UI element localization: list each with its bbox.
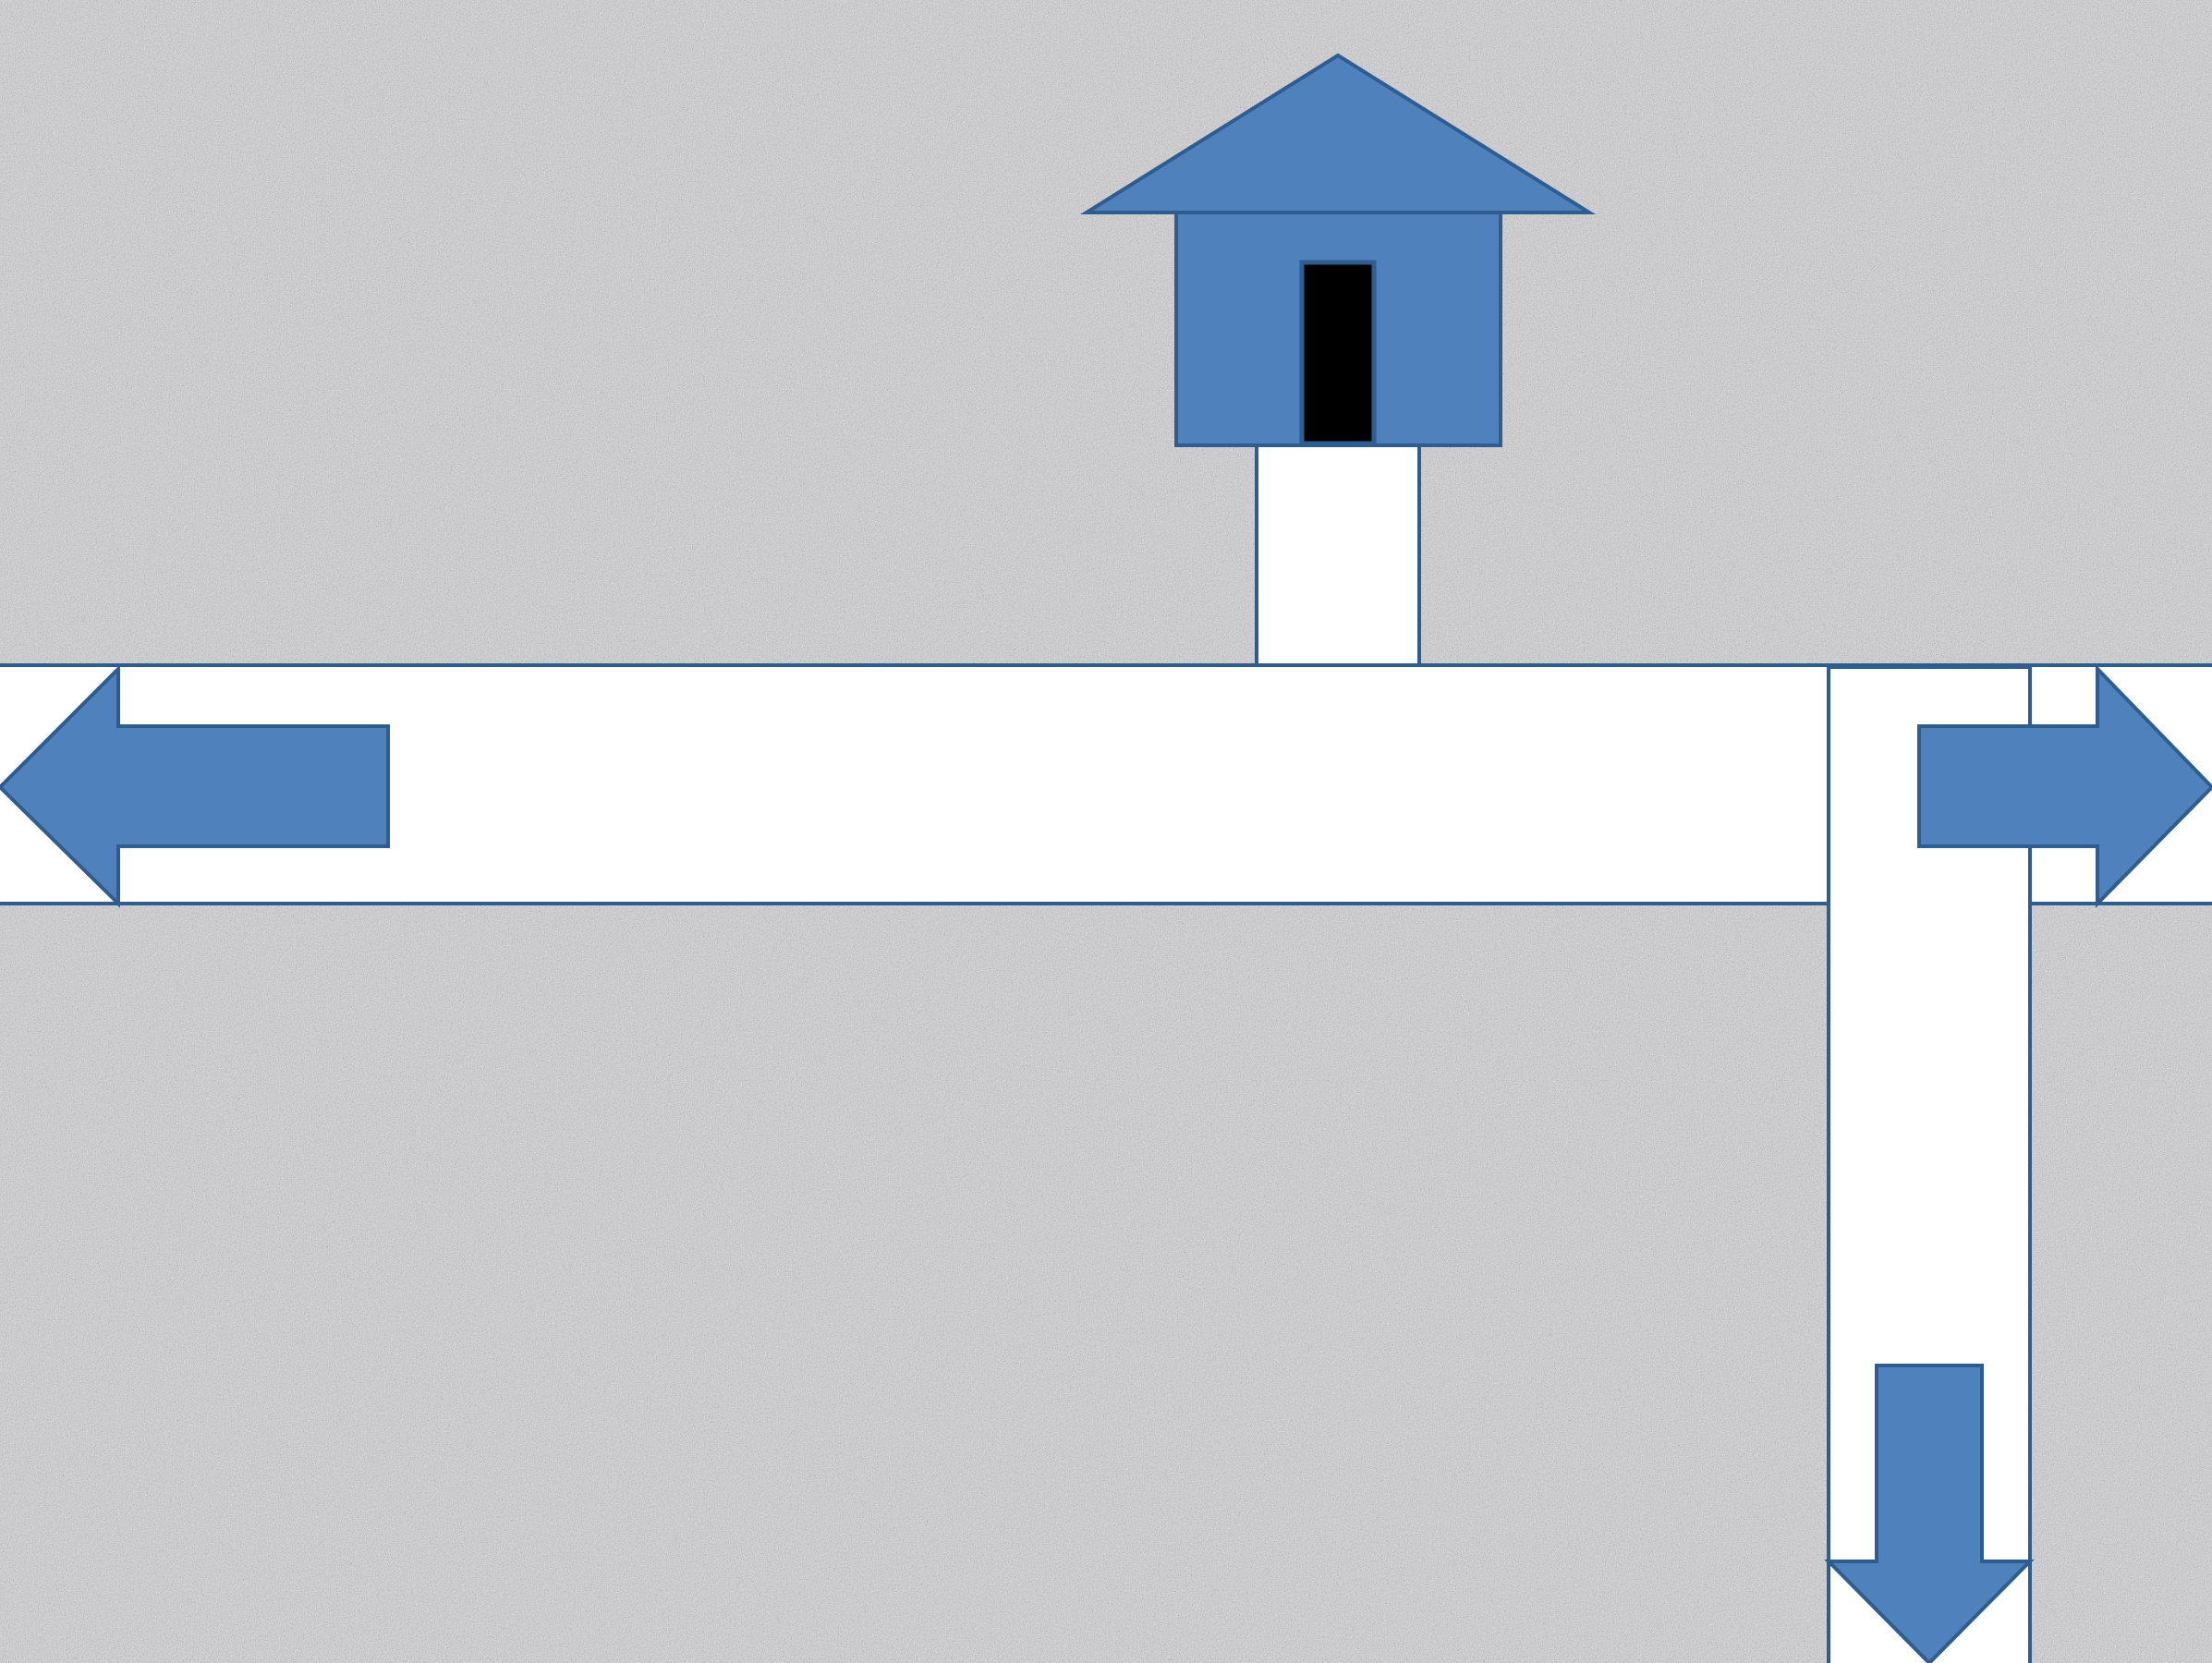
house-icon bbox=[1080, 53, 1596, 447]
driveway bbox=[1255, 443, 1421, 667]
arrow-right-icon bbox=[1917, 664, 2212, 908]
arrow-down-icon bbox=[1824, 1364, 2035, 1663]
arrow-left-icon bbox=[0, 664, 390, 908]
house-door bbox=[1299, 260, 1377, 446]
